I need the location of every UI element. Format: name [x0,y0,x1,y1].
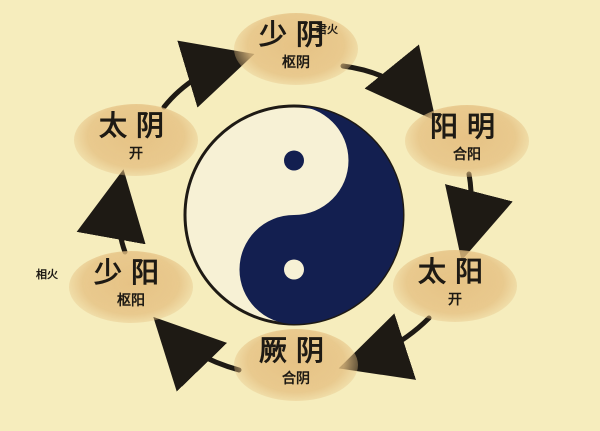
node-jueyin-role: 合阴 [282,371,310,387]
node-jueyin: 厥阴 合阴 [234,329,358,401]
node-taiyang-right-name: 太阳 [417,255,492,288]
arrow-taiyin-to-shaoyin [161,40,255,110]
node-shaoyang: 少阳 枢阳 相火 [36,251,193,323]
node-shaoyin-note: 君火 [316,23,338,36]
node-taiyin: 太阴 开 [74,104,198,176]
taiji-symbol [183,104,405,326]
node-shaoyang-role: 枢阳 [117,293,145,309]
node-taiyin-role: 开 [129,146,143,162]
node-yangming-name: 阳明 [429,110,504,143]
arrow-yangming-to-taiyang [444,171,513,261]
arrow-shaoyin-to-yangming [340,44,436,121]
node-shaoyin-name: 少阴 [258,18,333,51]
node-taiyang-right: 太阳 开 [393,250,517,322]
node-taiyang-right-role: 开 [448,292,462,308]
node-shaoyin: 少阴 枢阴 君火 [234,13,358,85]
node-taiyin-name: 太阴 [98,109,173,142]
node-yangming: 阳明 合阳 [405,105,529,177]
arrow-shaoyang-to-taiyin [76,169,146,255]
arrow-taiyang-to-jueyin [338,313,432,380]
node-jueyin-name: 厥阴 [258,334,333,367]
node-shaoyang-note: 相火 [36,268,58,281]
node-shaoyang-name: 少阳 [93,256,168,289]
node-shaoyin-role: 枢阴 [282,55,310,71]
node-yangming-role: 合阳 [453,147,481,163]
arrow-jueyin-to-shaoyang [153,316,242,392]
